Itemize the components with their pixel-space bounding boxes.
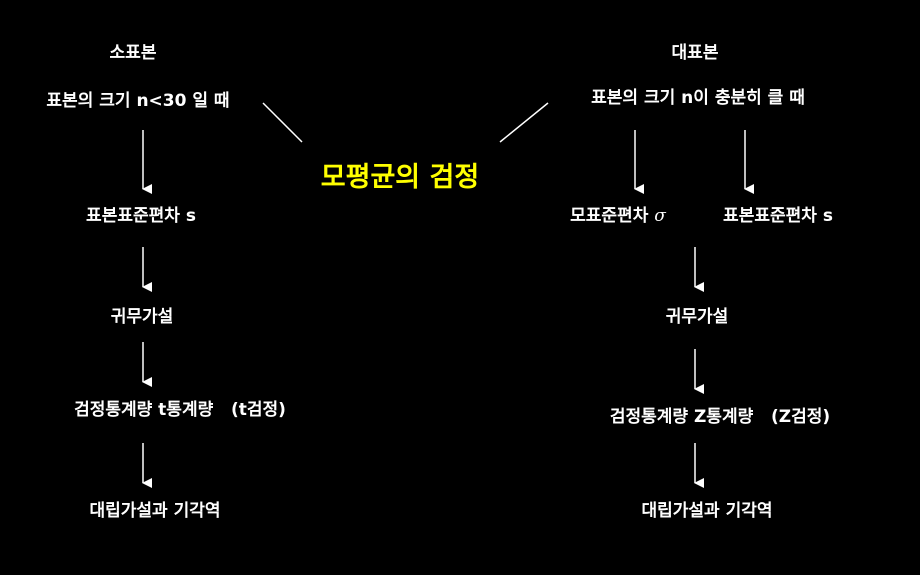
left-condition: 표본의 크기 n<30 일 때 (46, 91, 230, 111)
right-step-sample-std: 표본표준편차 s (723, 206, 833, 226)
left-connector-line (262, 102, 303, 143)
right-step-null-hypothesis: 귀무가설 (665, 307, 729, 327)
left-heading: 소표본 (109, 43, 157, 63)
right-step-alternative: 대립가설과 기각역 (641, 501, 773, 521)
left-step-sample-std: 표본표준편차 s (86, 206, 196, 226)
population-std-label: 모표준편차 (570, 206, 655, 226)
right-condition: 표본의 크기 n이 충분히 클 때 (591, 88, 805, 108)
left-step-alternative: 대립가설과 기각역 (89, 501, 221, 521)
right-connector-line (499, 102, 549, 143)
right-heading: 대표본 (671, 43, 719, 63)
sigma-symbol: σ (654, 206, 666, 226)
left-step-test-statistic: 검정통계량 t통계량 (t검정) (74, 400, 286, 420)
right-step-test-statistic: 검정통계량 Z통계량 (Z검정) (609, 407, 831, 427)
center-title: 모평균의 검정 (320, 162, 480, 193)
right-step-population-std: 모표준편차 σ (570, 205, 666, 227)
left-step-null-hypothesis: 귀무가설 (110, 307, 174, 327)
